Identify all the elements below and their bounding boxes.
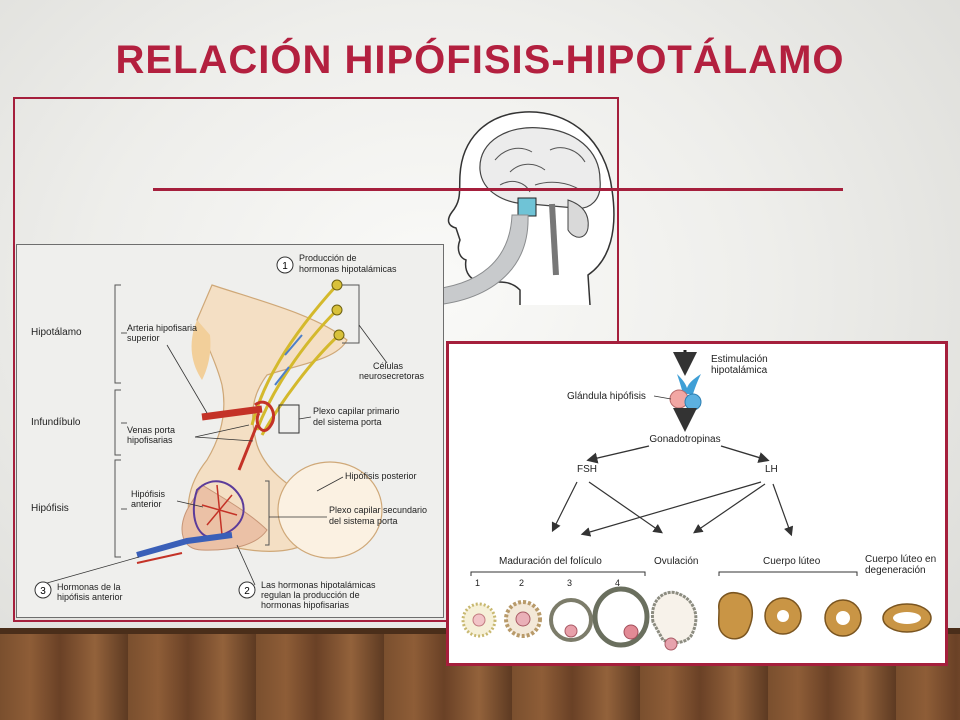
label-infundibulo: Infundíbulo (31, 417, 81, 428)
label-celulas-2: neurosecretoras (359, 371, 425, 381)
follicle-stage-1-icon (461, 602, 497, 638)
label-plexo2-1: Plexo capilar secundario (329, 505, 427, 515)
label-plexo2-2: del sistema porta (329, 516, 398, 526)
corpus-luteum-2-icon (764, 597, 802, 635)
step-3-number: 3 (40, 586, 46, 597)
step-2-line2: regulan la producción de (261, 590, 360, 600)
hypothalamus-pituitary-diagram: 1 2 3 Producción de hormonas hipotalámic… (16, 244, 444, 618)
follicle-stage-3-icon (549, 598, 593, 642)
ovulation-icon (650, 590, 698, 651)
label-venas-1: Venas porta (127, 425, 175, 435)
label-stimulus-2: hipotalámica (711, 365, 768, 376)
step-1-line2: hormonas hipotalámicas (299, 264, 397, 274)
step-1-line1: Producción de (299, 253, 357, 263)
follicle-stage-4-icon (592, 586, 650, 648)
stage-number-4: 4 (615, 578, 620, 588)
pituitary-gland-icon (669, 374, 702, 411)
stage-number-1: 1 (475, 578, 480, 588)
stage-number-3: 3 (567, 578, 572, 588)
label-plexo1-2: del sistema porta (313, 417, 382, 427)
label-glandula: Glándula hipófisis (567, 391, 646, 402)
label-arteria-1: Arteria hipofisaria (127, 323, 197, 333)
label-fsh: FSH (577, 464, 597, 475)
ovarian-cycle-diagram: Estimulación hipotalámica Glándula hipóf… (446, 341, 948, 666)
corpus-luteum-3-icon (824, 599, 862, 637)
step-1-number: 1 (282, 261, 288, 272)
degenerating-corpus-luteum-icon (882, 603, 932, 633)
slide-title: RELACIÓN HIPÓFISIS-HIPOTÁLAMO (115, 38, 845, 82)
label-maduracion: Maduración del folículo (499, 556, 602, 567)
label-celulas-1: Células (373, 361, 404, 371)
hypothalamus-pituitary-svg: 1 2 3 Producción de hormonas hipotalámic… (31, 253, 427, 610)
stage-number-2: 2 (519, 578, 524, 588)
label-lh: LH (765, 464, 778, 475)
follicle-stage-2-icon (504, 600, 542, 638)
label-hipofisis: Hipófisis (31, 503, 69, 514)
label-ovulacion: Ovulación (654, 556, 698, 567)
label-hipotalamo: Hipotálamo (31, 327, 82, 338)
step-2-line1: Las hormonas hipotalámicas (261, 580, 376, 590)
label-hipofisis-anterior-1: Hipófisis (131, 489, 166, 499)
label-cuerpo-luteo: Cuerpo lúteo (763, 556, 821, 567)
ovarian-cycle-svg: Estimulación hipotalámica Glándula hipóf… (461, 350, 936, 651)
label-gonadotropinas: Gonadotropinas (649, 434, 720, 445)
label-venas-2: hipofisarias (127, 435, 173, 445)
step-2-number: 2 (244, 586, 250, 597)
label-hipofisis-posterior: Hipófisis posterior (345, 471, 417, 481)
label-hipofisis-anterior-2: anterior (131, 499, 162, 509)
step-3-line1: Hormonas de la (57, 582, 121, 592)
label-stimulus-1: Estimulación (711, 354, 768, 365)
label-degeneracion-1: Cuerpo lúteo en (865, 554, 936, 565)
corpus-luteum-1-icon (717, 592, 754, 640)
title-underline (153, 188, 843, 191)
label-degeneracion-2: degeneración (865, 565, 926, 576)
label-arteria-2: superior (127, 333, 160, 343)
label-plexo1-1: Plexo capilar primario (313, 406, 400, 416)
step-2-line3: hormonas hipofisarias (261, 600, 350, 610)
step-3-line2: hipófisis anterior (57, 592, 123, 602)
